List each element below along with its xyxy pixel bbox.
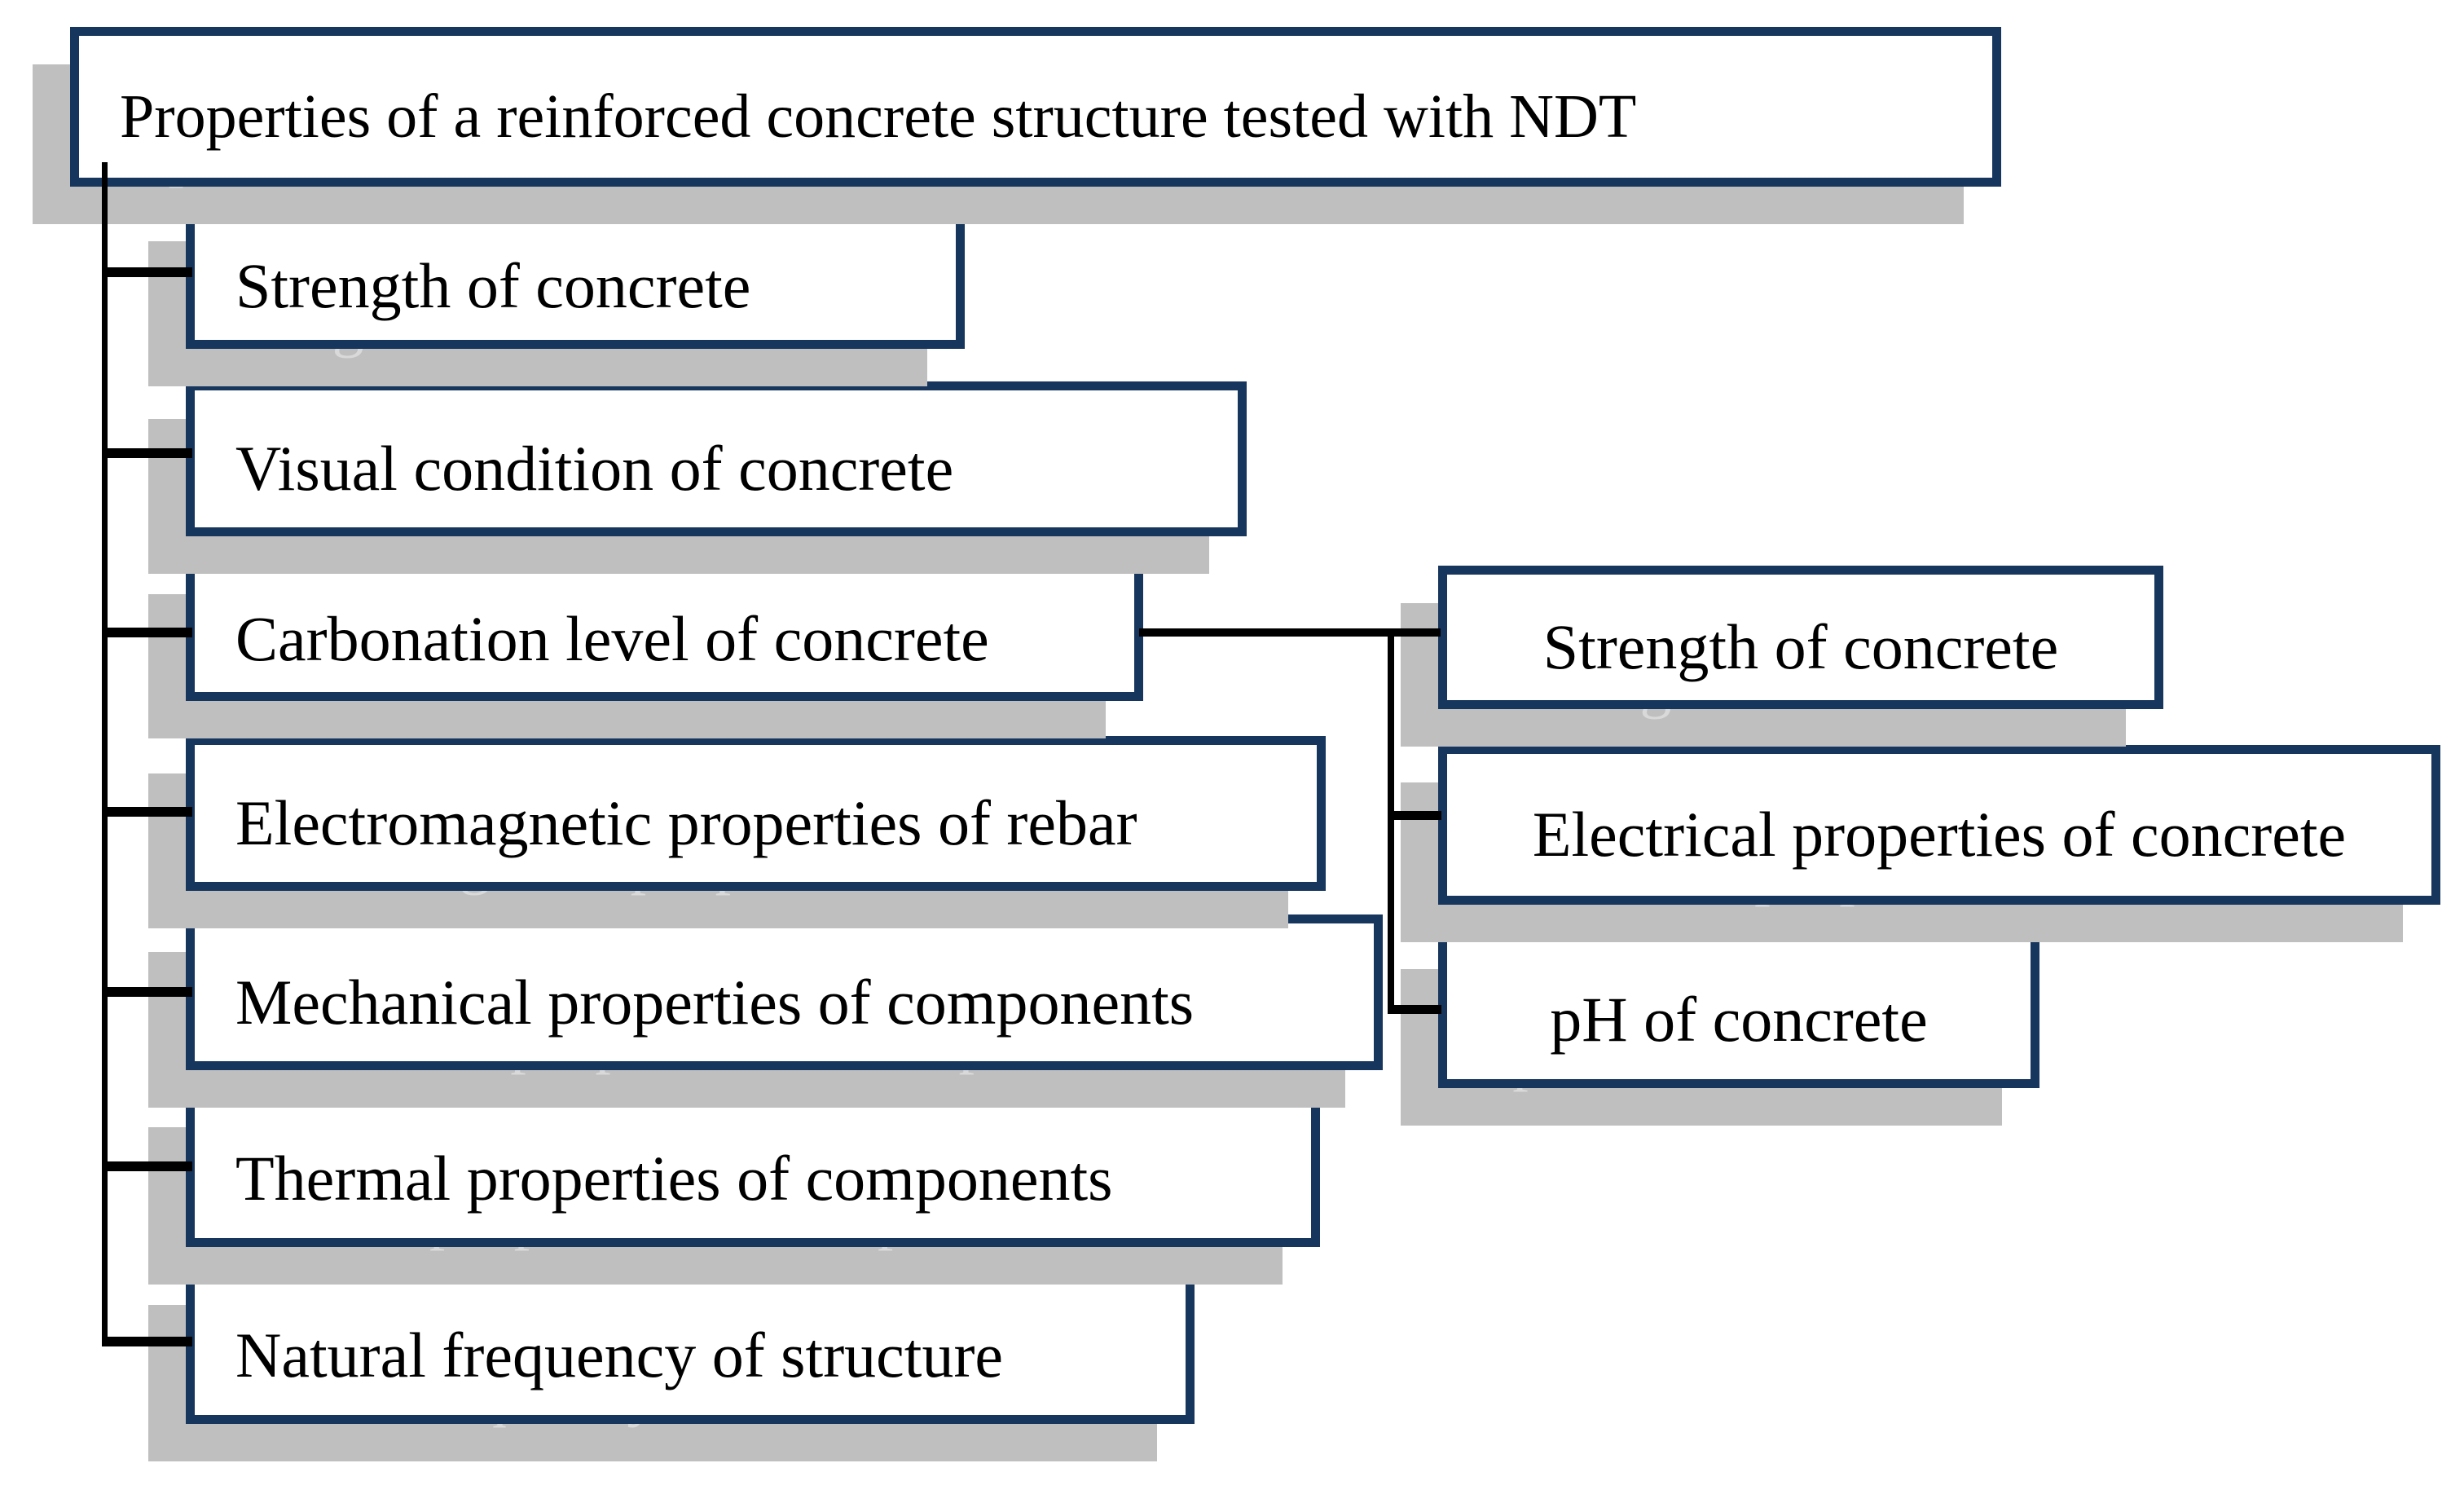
node-box: Properties of a reinforced concrete stru…	[70, 27, 2001, 187]
node-label: Mechanical properties of components	[235, 966, 1195, 1038]
connector-branch-strength	[102, 267, 192, 277]
connector-branch-thermal	[102, 1161, 192, 1171]
node-label: Carbonation level of concrete	[235, 602, 989, 674]
node-label: Properties of a reinforced concrete stru…	[120, 82, 1637, 151]
node-mechanical-components: Mechanical properties of components Mech…	[148, 914, 1383, 1108]
node-electromagnetic-rebar: Electromagnetic properties of rebar Elec…	[148, 736, 1326, 928]
connector-right-trunk	[1388, 628, 1394, 1014]
node-box: Visual condition of concrete	[186, 381, 1247, 536]
node-label: Electrical properties of concrete	[1532, 799, 2347, 870]
connector-carbonation-to-right	[1139, 628, 1441, 637]
node-box: Carbonation level of concrete	[186, 557, 1143, 701]
node-label: Thermal properties of components	[235, 1142, 1113, 1214]
node-box: Thermal properties of components	[186, 1090, 1320, 1247]
node-strength-of-concrete: Strength of concrete Strength of concret…	[148, 204, 965, 386]
node-box: Mechanical properties of components	[186, 914, 1383, 1070]
node-label: Electromagnetic properties of rebar	[235, 787, 1137, 858]
connector-branch-natural	[102, 1337, 192, 1346]
connector-branch-carbonation	[102, 628, 192, 637]
node-box: Natural frequency of structure	[186, 1267, 1195, 1424]
node-box: pH of concrete	[1438, 932, 2039, 1088]
node-visual-condition: Visual condition of concrete Visual cond…	[148, 381, 1247, 574]
node-ph-of-concrete: pH of concrete pH of concrete	[1401, 932, 2039, 1126]
node-box: Electromagnetic properties of rebar	[186, 736, 1326, 891]
node-box: Strength of concrete	[1438, 566, 2163, 709]
node-box: Electrical properties of concrete	[1438, 745, 2440, 905]
node-label: Natural frequency of structure	[235, 1320, 1004, 1390]
node-root-properties-ndt: Properties of a reinforced concrete stru…	[33, 27, 2001, 224]
node-box: Strength of concrete	[186, 204, 965, 349]
node-label: Visual condition of concrete	[235, 433, 954, 504]
node-label: Strength of concrete	[1542, 611, 2059, 682]
node-label: pH of concrete	[1550, 984, 1928, 1055]
connector-branch-visual	[102, 448, 192, 458]
connector-branch-ph	[1388, 1005, 1441, 1014]
connector-branch-electromagnetic	[102, 807, 192, 817]
connector-branch-electrical	[1388, 811, 1441, 820]
node-thermal-components: Thermal properties of components Thermal…	[148, 1090, 1320, 1285]
node-label: Strength of concrete	[235, 250, 751, 321]
connector-branch-mechanical	[102, 987, 192, 997]
node-strength-of-concrete-right: Strength of concrete Strength of concret…	[1401, 566, 2163, 747]
node-carbonation-level: Carbonation level of concrete Carbonatio…	[148, 557, 1143, 738]
node-natural-frequency: Natural frequency of structure Natural f…	[148, 1267, 1195, 1461]
connector-left-trunk	[102, 162, 108, 1346]
node-electrical-properties: Electrical properties of concrete Electr…	[1401, 745, 2440, 942]
